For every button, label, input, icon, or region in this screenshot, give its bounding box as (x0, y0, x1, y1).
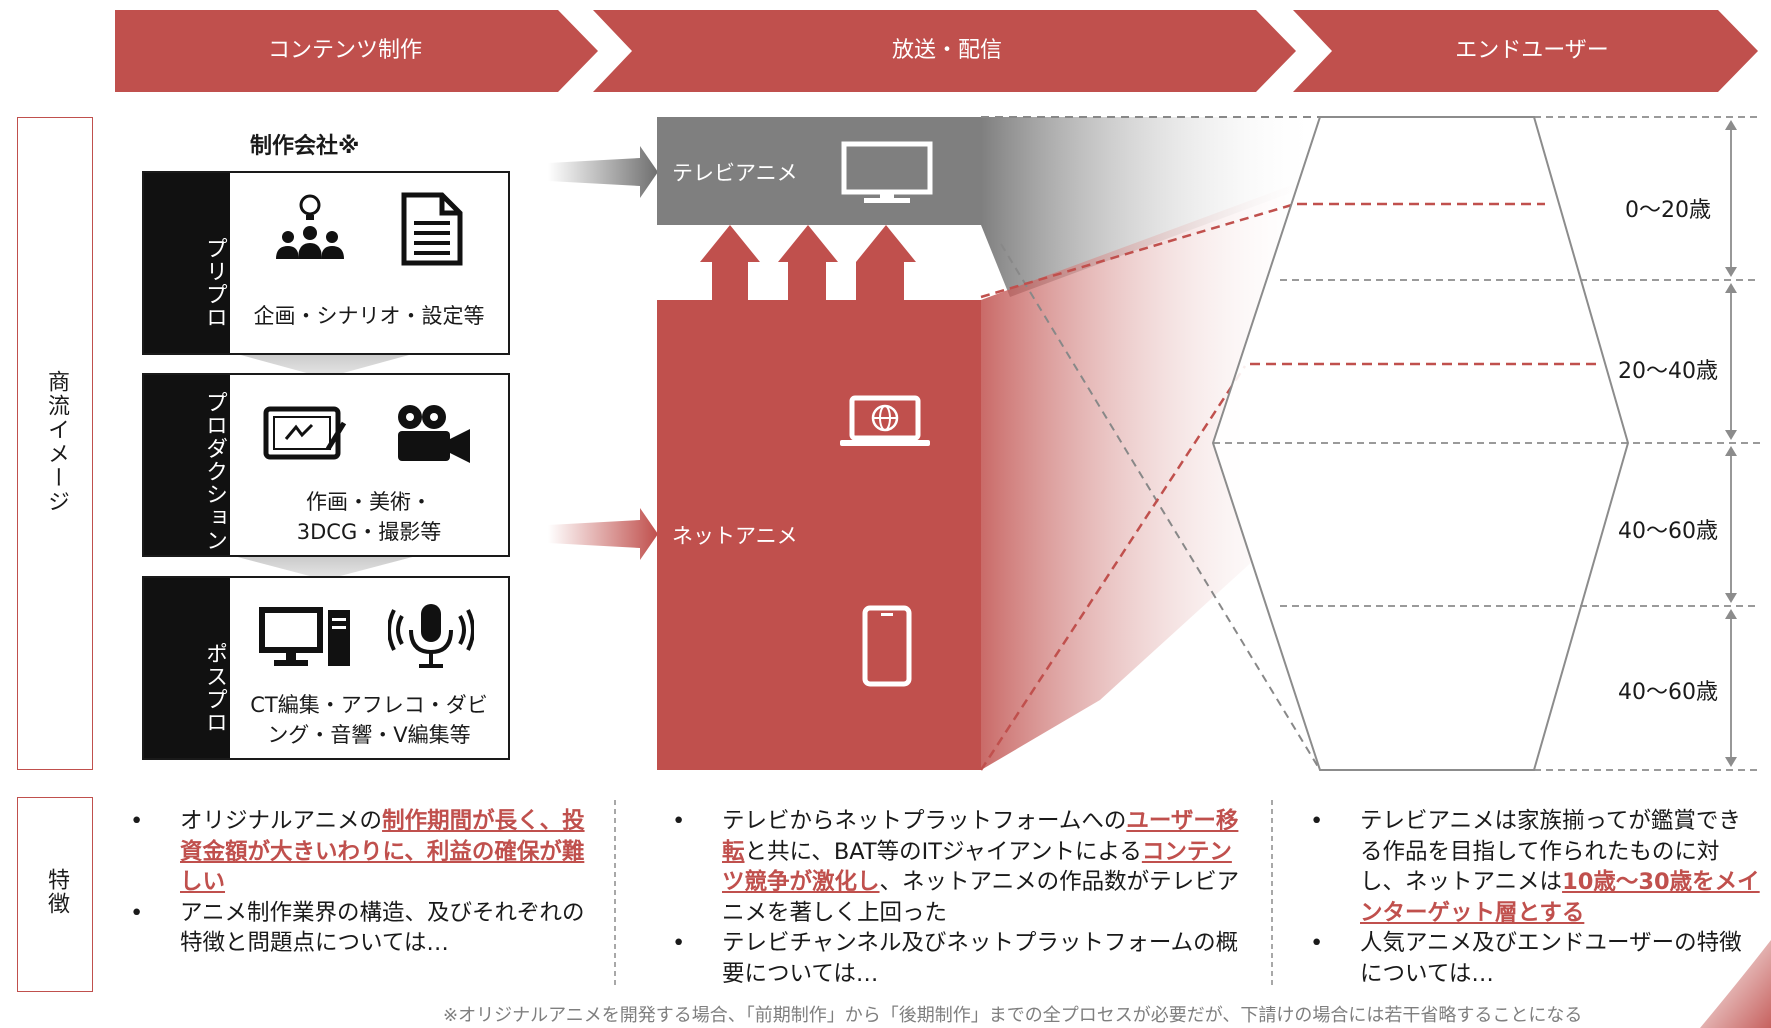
feature-highlight: ユーザー移転 (722, 808, 1239, 865)
footnote: ※オリジナルアニメを開発する場合、「前期制作」から「後期制作」までの全プロセスが… (443, 1005, 1583, 1026)
stage-description-line: 作画・美術・ (306, 490, 432, 514)
stage-production: プロダクション 作画・美術・ 3DCG・撮影等 (142, 373, 510, 557)
header-arrow-broadcast (593, 10, 1296, 92)
desktop-computer-icon (258, 606, 354, 674)
features-section-box (17, 797, 93, 992)
feature-text: オリジナルアニメの (180, 808, 383, 834)
header-stage-enduser: エンドユーザー (1455, 38, 1609, 63)
features-section-label: 特徴 (44, 868, 69, 916)
net-funnel (981, 182, 1320, 770)
flow-section-box (17, 117, 93, 770)
stage-tab: プロダクション (144, 375, 230, 555)
stage-tab: プリプロ (144, 173, 230, 353)
age-range-label: 40～60歳 (1618, 680, 1718, 705)
header-arrow-enduser (1293, 10, 1758, 92)
arrow-to-tv (548, 146, 658, 198)
feature-text: 、ネットアニメの作品数がテレビアニメを著しく上回った (722, 869, 1240, 926)
bullet: • (672, 808, 686, 834)
production-title: 制作会社※ (250, 134, 360, 159)
age-range-label: 40～60歳 (1618, 519, 1718, 544)
bullet: • (672, 930, 686, 956)
stage-description-line: CT編集・アフレコ・ダビ (250, 693, 488, 717)
features-column-enduser: • テレビアニメは家族揃ってが鑑賞できる作品を目指して作られたものに対し、ネット… (1310, 806, 1760, 989)
feature-text: と共に、BAT等のITジャイアントによる (744, 838, 1142, 865)
features-column-production: • オリジナルアニメの制作期間が長く、投資金額が大きいわりに、利益の確保が難しい… (130, 806, 600, 959)
header-stage-broadcast: 放送・配信 (891, 38, 1002, 63)
feature-item: • アニメ制作業界の構造、及びそれぞれの特徴と問題点については… (130, 898, 600, 959)
stage-description: 作画・美術・ 3DCG・撮影等 (230, 487, 508, 547)
feature-text: テレビアニメは家族揃ってが鑑賞できる作品を目指して作られたものに対し、ネットアニ… (1360, 808, 1741, 895)
stage-description-line: 3DCG・撮影等 (296, 520, 442, 544)
tv-anime-label: テレビアニメ (672, 161, 798, 185)
feature-item: • 人気アニメ及びエンドユーザーの特徴については… (1310, 928, 1760, 989)
microphone-icon (387, 600, 475, 676)
bullet: • (130, 808, 144, 834)
features-column-broadcast: • テレビからネットプラットフォームへのユーザー移転と共に、BAT等のITジャイ… (672, 806, 1247, 989)
feature-highlight: コンテンツ競争が激化し (722, 838, 1232, 896)
chevron-pre-to-prod (230, 352, 420, 378)
stage-description: 企画・シナリオ・設定等 (253, 304, 485, 328)
stage-tab: ポスプロ (144, 578, 230, 758)
bullet: • (130, 899, 144, 926)
flow-section-label: 商流イメージ (44, 370, 69, 514)
video-camera-icon (390, 401, 476, 469)
tv-icon (840, 140, 934, 210)
laptop-globe-icon (838, 394, 932, 454)
feature-text: 人気アニメ及びエンドユーザーの特徴については… (1360, 930, 1742, 987)
stage-tab-label: プロダクション (202, 390, 227, 552)
net-block (657, 262, 981, 770)
feature-highlight: 10歳～30歳をメインターゲット層とする (1360, 869, 1760, 926)
corner-swoosh (1700, 940, 1771, 1028)
feature-item: • オリジナルアニメの制作期間が長く、投資金額が大きいわりに、利益の確保が難しい (130, 806, 600, 898)
feature-text: テレビチャンネル及びネットプラットフォームの概要については… (722, 930, 1239, 987)
header-stage-content: コンテンツ制作 (267, 38, 422, 63)
bullet: • (1310, 930, 1324, 956)
feature-text: アニメ制作業界の構造、及びそれぞれの特徴と問題点については… (180, 899, 585, 957)
stage-postproduction: ポスプロ CT編集・アフレコ・ダビ ング・音響・V編集等 (142, 576, 510, 760)
chevron-prod-to-post (230, 555, 420, 580)
bullet: • (1310, 808, 1324, 834)
header-arrow-content (115, 10, 598, 92)
age-range-label: 0～20歳 (1625, 198, 1711, 223)
tv-funnel (981, 117, 1320, 297)
drawing-tablet-icon (262, 405, 348, 465)
smartphone-icon (862, 605, 912, 691)
up-arrow-2 (778, 225, 838, 300)
stage-description: CT編集・アフレコ・ダビ ング・音響・V編集等 (230, 690, 508, 750)
stage-tab-label: プリプロ (202, 237, 227, 329)
stage-tab-label: ポスプロ (202, 642, 227, 734)
age-range-label: 20～40歳 (1618, 359, 1718, 384)
feature-highlight: 制作期間が長く、投資金額が大きいわりに、利益の確保が難しい (180, 808, 585, 895)
stage-description-line: ング・音響・V編集等 (267, 723, 471, 747)
document-icon (400, 191, 464, 271)
feature-item: • テレビチャンネル及びネットプラットフォームの概要については… (672, 928, 1247, 989)
team-idea-icon (270, 193, 350, 269)
up-arrow-3 (856, 225, 916, 300)
net-anime-label: ネットアニメ (672, 524, 798, 548)
stage-preproduction: プリプロ 企画・シナリオ・設定等 (142, 171, 510, 355)
feature-item: • テレビからネットプラットフォームへのユーザー移転と共に、BAT等のITジャイ… (672, 806, 1247, 928)
arrow-to-net (548, 508, 658, 560)
feature-text: テレビからネットプラットフォームへの (722, 808, 1127, 834)
tv-block (657, 117, 981, 225)
feature-item: • テレビアニメは家族揃ってが鑑賞できる作品を目指して作られたものに対し、ネット… (1310, 806, 1760, 928)
up-arrow-1 (700, 225, 760, 300)
